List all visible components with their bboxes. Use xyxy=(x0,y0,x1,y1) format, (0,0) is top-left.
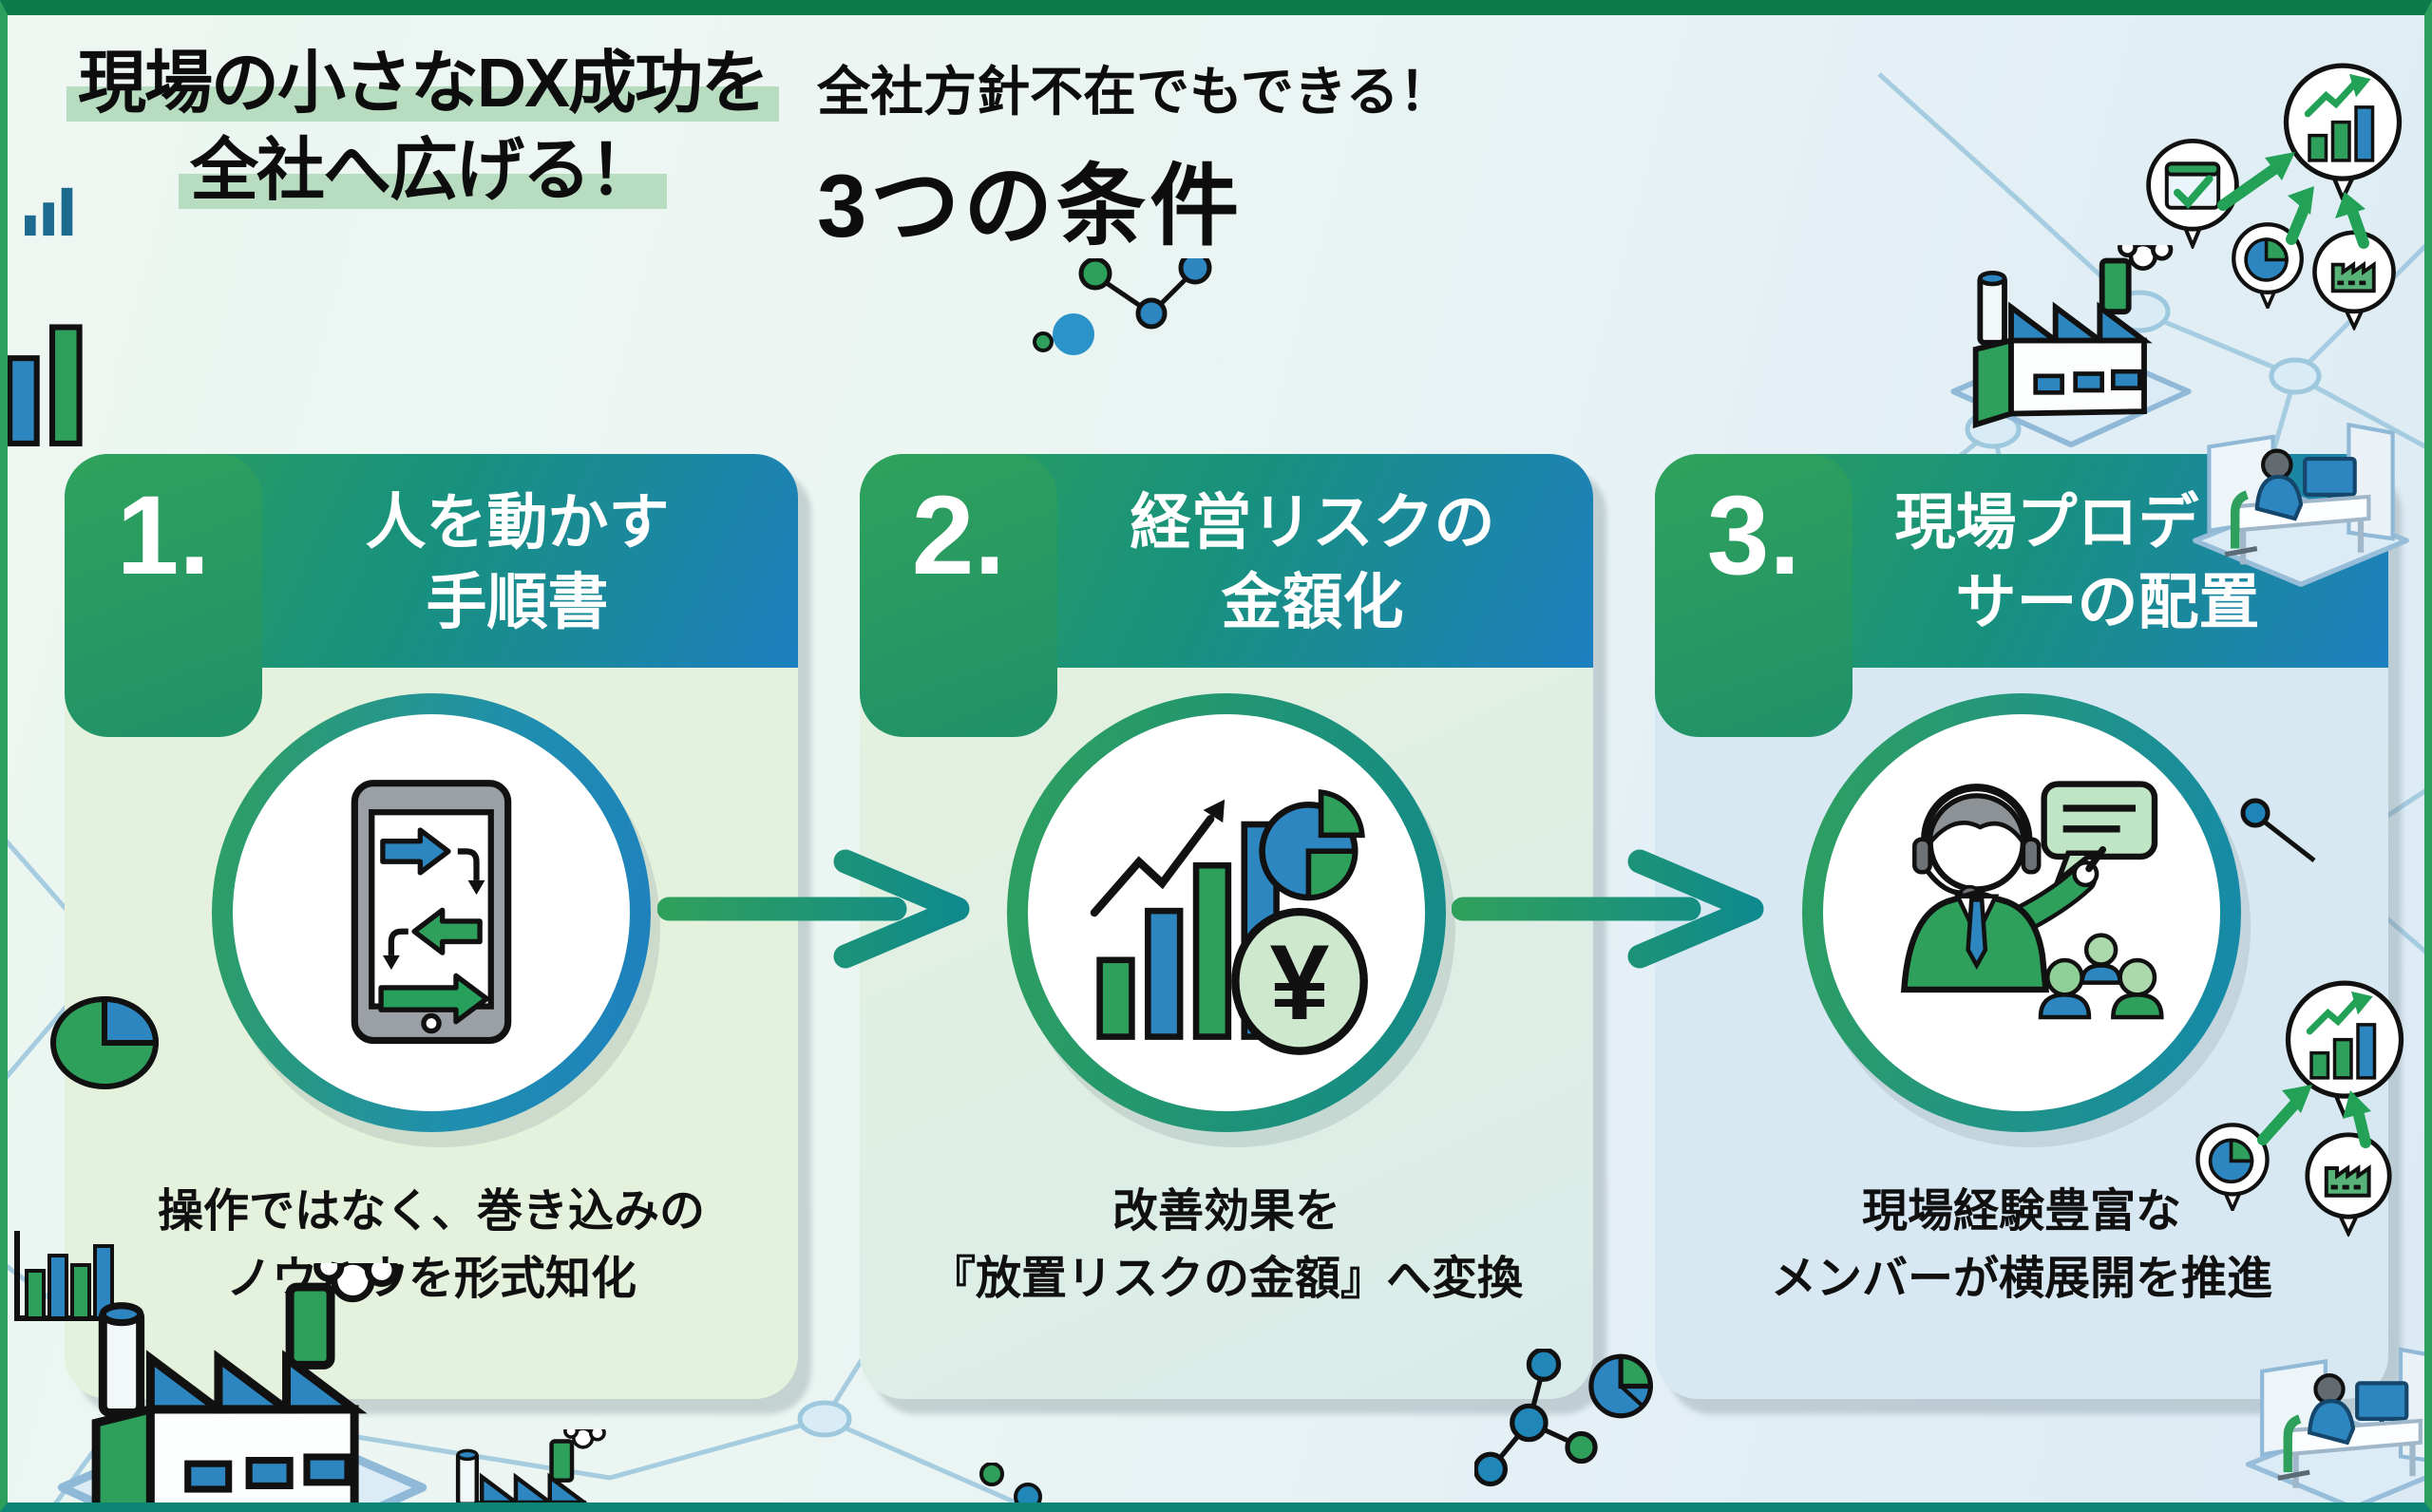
speech-bubble-icon xyxy=(2041,781,2158,860)
tablet-workflow-icon xyxy=(351,780,512,1045)
green-arrows-icon xyxy=(2217,152,2369,249)
factory-icon xyxy=(38,1263,446,1512)
molecule-pie-icon xyxy=(1474,1349,1653,1487)
card-1-number-tab: 1. xyxy=(65,454,262,737)
card-2-number-tab: 2. xyxy=(860,454,1057,737)
stick-dot-icon xyxy=(2240,798,2316,862)
subtitle: 全社方針不在でもできる！ 3つの条件 xyxy=(817,49,1453,263)
factory-icon xyxy=(426,1429,630,1512)
yen-symbol: ¥ xyxy=(1270,922,1330,1042)
card-3-number: 3. xyxy=(1706,473,1801,598)
subtitle-line-1: 全社方針不在でもできる！ xyxy=(817,62,1453,122)
flow-arrow-2-icon xyxy=(1452,849,1764,969)
subtitle-line-2: 3つの条件 xyxy=(817,156,1244,255)
card-1-manuals: 1. 人を動かす手順書 操作ではなく、巻き込みのノウハウを形式知化 xyxy=(65,454,798,1399)
card-3-number-tab: 3. xyxy=(1655,454,1852,737)
factory-icon xyxy=(1938,245,2204,456)
yen-coin-icon xyxy=(1231,907,1368,1055)
producer-headset-icon xyxy=(1900,781,2164,1020)
card-2-description: 改善効果を『放置リスクの金額』へ変換 xyxy=(929,1186,1523,1305)
card-2-number: 2. xyxy=(911,473,1006,598)
growth-chart-yen-icon: ¥ xyxy=(1090,789,1368,1055)
card-2-title: 経営リスクの金額化 xyxy=(1130,488,1495,637)
card-1-title: 人を動かす手順書 xyxy=(365,488,670,637)
flow-arrow-1-icon xyxy=(657,849,970,969)
bar-chart-frame-icon xyxy=(14,1231,118,1321)
mini-bar-chart-icon xyxy=(25,187,73,236)
main-title-line-2: 全社へ広げる！ xyxy=(49,127,796,215)
card-1-icon-circle xyxy=(212,693,651,1132)
main-title: 現場の小さなDX成功を 全社へ広げる！ xyxy=(49,40,796,215)
molecule-dots-icon xyxy=(1033,258,1212,355)
card-2-icon-circle: ¥ xyxy=(1007,693,1446,1132)
card-2-risk-monetization: 2. 経営リスクの金額化 ¥ 改善効果を『放置リスクの金額』へ変換 xyxy=(860,454,1593,1399)
card-3-producer: 3. 現場プロデューサーの配置 xyxy=(1655,454,2388,1399)
person-at-desk-icon xyxy=(2181,403,2421,593)
two-bars-icon xyxy=(8,324,83,446)
card-1-number: 1. xyxy=(116,473,211,598)
person-at-desk-icon xyxy=(2234,1328,2432,1512)
card-3-icon-circle xyxy=(1802,693,2241,1132)
green-arrows-icon xyxy=(2257,1085,2371,1148)
main-title-line-1: 現場の小さなDX成功を xyxy=(49,40,796,127)
dots-icon xyxy=(979,1463,1042,1511)
pie-chart-icon xyxy=(50,995,160,1089)
card-3-description: 現場経験豊富なメンバーが横展開を推進 xyxy=(1770,1186,2272,1305)
